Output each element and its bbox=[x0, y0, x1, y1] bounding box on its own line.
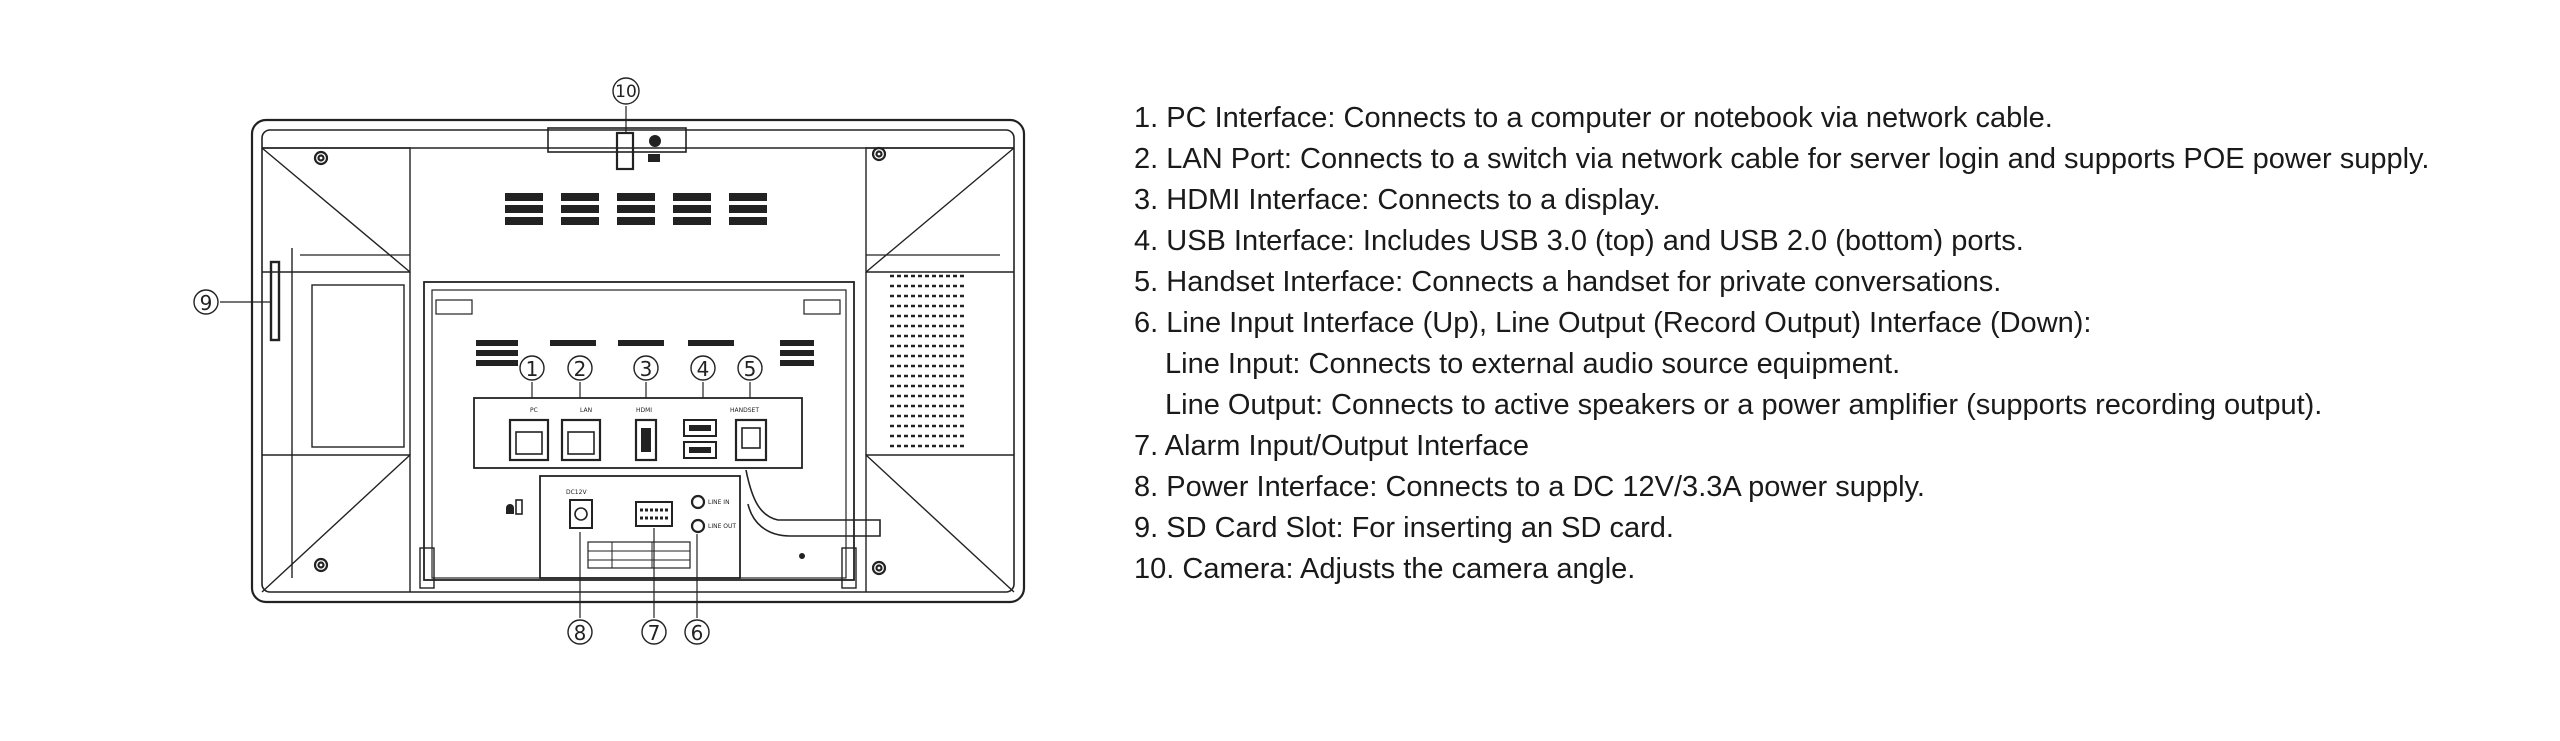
handset-port: HANDSET bbox=[730, 407, 768, 462]
svg-text:4: 4 bbox=[697, 357, 710, 381]
pc-port-label: PC bbox=[530, 407, 538, 414]
legend-item-1: 1. PC Interface: Connects to a computer … bbox=[1134, 98, 2534, 139]
callout-4: 4 bbox=[690, 355, 716, 381]
dc-power-jack: DC12V bbox=[566, 489, 593, 529]
callout-3: 3 bbox=[633, 355, 659, 381]
callout-2: 2 bbox=[567, 355, 593, 381]
legend-text: HDMI Interface: Connects to a display. bbox=[1166, 184, 1661, 216]
legend-item-9: 9. SD Card Slot: For inserting an SD car… bbox=[1134, 508, 2534, 549]
svg-text:2: 2 bbox=[574, 357, 587, 381]
inner-vent-grille bbox=[476, 340, 814, 366]
legend-item-5: 5. Handset Interface: Connects a handset… bbox=[1134, 262, 2534, 303]
svg-text:9: 9 bbox=[200, 291, 213, 315]
line-in-out-jacks: LINE IN LINE OUT bbox=[690, 494, 736, 534]
legend-number: 3. bbox=[1134, 184, 1159, 216]
legend-text: Handset Interface: Connects a handset fo… bbox=[1166, 266, 2002, 298]
line-in-label: LINE IN bbox=[708, 499, 730, 506]
line-out-label: LINE OUT bbox=[708, 523, 736, 530]
legend-text: Power Interface: Connects to a DC 12V/3.… bbox=[1166, 471, 1925, 503]
callout-9: 9 bbox=[193, 289, 219, 315]
top-vent-grille bbox=[505, 193, 767, 225]
legend-number: 2. bbox=[1134, 143, 1159, 175]
side-mesh-vent bbox=[890, 274, 966, 448]
legend-number: 6. bbox=[1134, 307, 1159, 339]
legend-text: Line Input Interface (Up), Line Output (… bbox=[1166, 307, 2092, 339]
callout-6: 6 bbox=[684, 619, 710, 645]
legend-number: 7. bbox=[1134, 430, 1159, 462]
hdmi-port-label: HDMI bbox=[636, 407, 652, 414]
device-outline bbox=[250, 118, 1026, 604]
lan-port: LAN bbox=[560, 407, 602, 462]
camera-module bbox=[615, 131, 661, 171]
legend-item-3: 3. HDMI Interface: Connects to a display… bbox=[1134, 180, 2534, 221]
legend-number: 4. bbox=[1134, 225, 1159, 257]
legend-subitem-line-output: Line Output: Connects to active speakers… bbox=[1165, 389, 2323, 421]
legend-text: USB Interface: Includes USB 3.0 (top) an… bbox=[1166, 225, 2024, 257]
legend-number: 8. bbox=[1134, 471, 1159, 503]
handset-port-label: HANDSET bbox=[730, 407, 759, 414]
svg-text:8: 8 bbox=[574, 621, 587, 645]
legend-item-7: 7. Alarm Input/Output Interface bbox=[1134, 426, 2534, 467]
interface-legend: 1. PC Interface: Connects to a computer … bbox=[1134, 98, 2534, 590]
legend-number: 10. bbox=[1134, 553, 1175, 585]
device-rear-diagram: PC LAN HDMI HANDSET DC12V LINE IN LINE O bbox=[193, 77, 1026, 645]
usb-ports bbox=[683, 419, 717, 459]
legend-text: Camera: Adjusts the camera angle. bbox=[1182, 553, 1636, 585]
svg-text:7: 7 bbox=[648, 621, 661, 645]
callout-5: 5 bbox=[737, 355, 763, 381]
pc-port: PC bbox=[508, 407, 550, 462]
svg-text:1: 1 bbox=[526, 357, 539, 381]
callout-8: 8 bbox=[567, 619, 593, 645]
hdmi-port: HDMI bbox=[634, 407, 658, 462]
lock-slot bbox=[506, 499, 523, 515]
legend-text: LAN Port: Connects to a switch via netwo… bbox=[1166, 143, 2430, 175]
callout-7: 7 bbox=[641, 619, 667, 645]
alarm-terminal-block bbox=[587, 501, 691, 569]
dc-label: DC12V bbox=[566, 489, 587, 496]
legend-item-2: 2. LAN Port: Connects to a switch via ne… bbox=[1134, 139, 2534, 180]
legend-number: 5. bbox=[1134, 266, 1159, 298]
legend-item-4: 4. USB Interface: Includes USB 3.0 (top)… bbox=[1134, 221, 2534, 262]
svg-text:10: 10 bbox=[615, 82, 637, 102]
legend-text: PC Interface: Connects to a computer or … bbox=[1166, 102, 2053, 134]
svg-text:5: 5 bbox=[744, 357, 757, 381]
legend-item-10: 10. Camera: Adjusts the camera angle. bbox=[1134, 549, 2534, 590]
legend-item-6: 6. Line Input Interface (Up), Line Outpu… bbox=[1134, 303, 2534, 426]
callout-1: 1 bbox=[519, 355, 545, 381]
svg-text:6: 6 bbox=[691, 621, 704, 645]
legend-text: SD Card Slot: For inserting an SD card. bbox=[1166, 512, 1674, 544]
callout-10: 10 bbox=[612, 77, 640, 105]
legend-item-8: 8. Power Interface: Connects to a DC 12V… bbox=[1134, 467, 2534, 508]
sd-card-slot bbox=[269, 260, 281, 342]
svg-text:3: 3 bbox=[640, 357, 653, 381]
legend-number: 9. bbox=[1134, 512, 1159, 544]
legend-number: 1. bbox=[1134, 102, 1159, 134]
legend-subitem-line-input: Line Input: Connects to external audio s… bbox=[1165, 348, 1901, 380]
lan-port-label: LAN bbox=[580, 407, 592, 414]
legend-text: Alarm Input/Output Interface bbox=[1164, 430, 1529, 462]
